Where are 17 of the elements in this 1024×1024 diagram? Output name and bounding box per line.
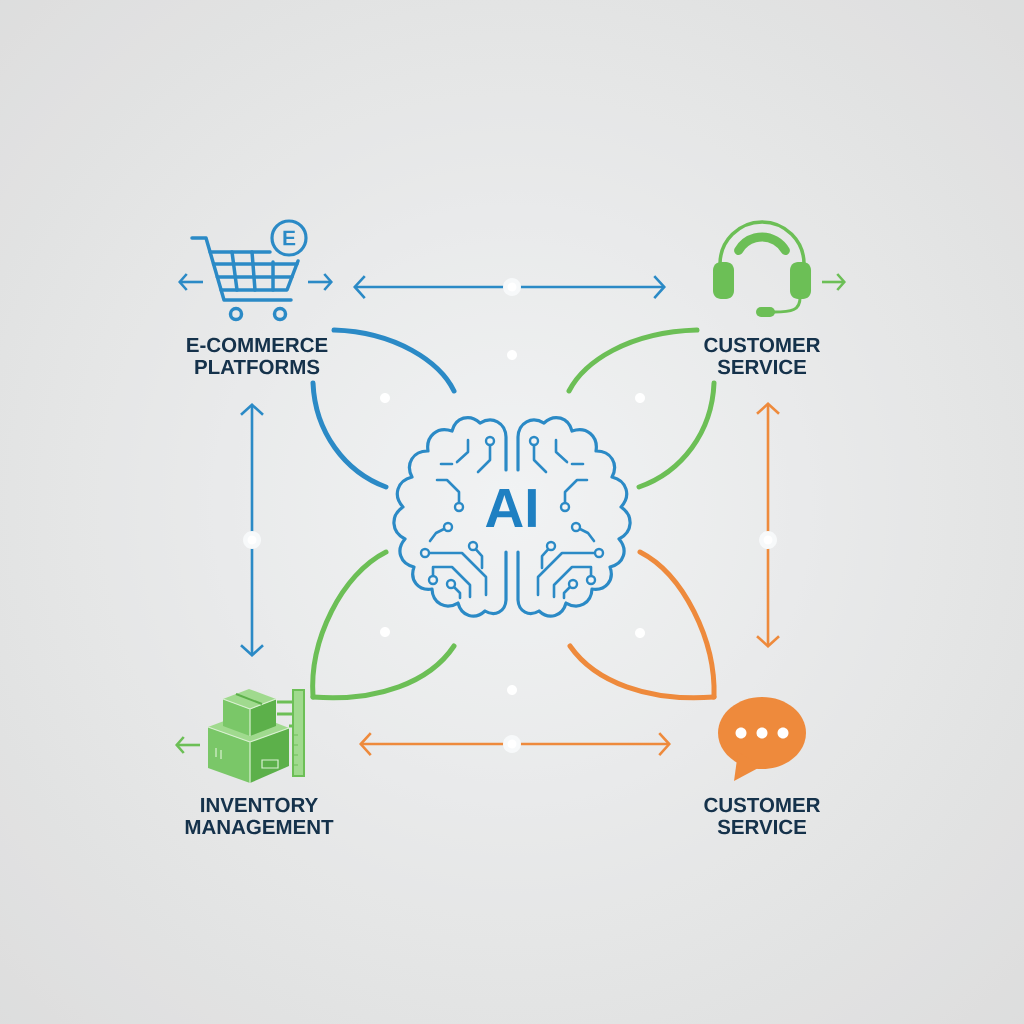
- curved-line: [331, 327, 457, 394]
- double-arrow: [756, 402, 780, 648]
- double-arrow: [240, 403, 264, 657]
- letter-badge: E: [270, 219, 308, 257]
- node-label: E-COMMERCE PLATFORMS: [187, 337, 328, 375]
- curved-line: [636, 380, 717, 490]
- node-label: CUSTOMER SERVICE: [704, 337, 821, 375]
- curved-line: [567, 643, 717, 701]
- curved-line: [566, 327, 700, 394]
- node-label: CUSTOMER SERVICE: [704, 797, 821, 835]
- double-arrow: [359, 732, 671, 756]
- double-arrow: [353, 275, 666, 299]
- node-label: INVENTORY MANAGEMENT: [185, 797, 334, 835]
- node-label: AI: [485, 489, 536, 527]
- curved-line: [310, 643, 457, 701]
- curved-line: [310, 549, 389, 700]
- curved-line: [310, 380, 389, 490]
